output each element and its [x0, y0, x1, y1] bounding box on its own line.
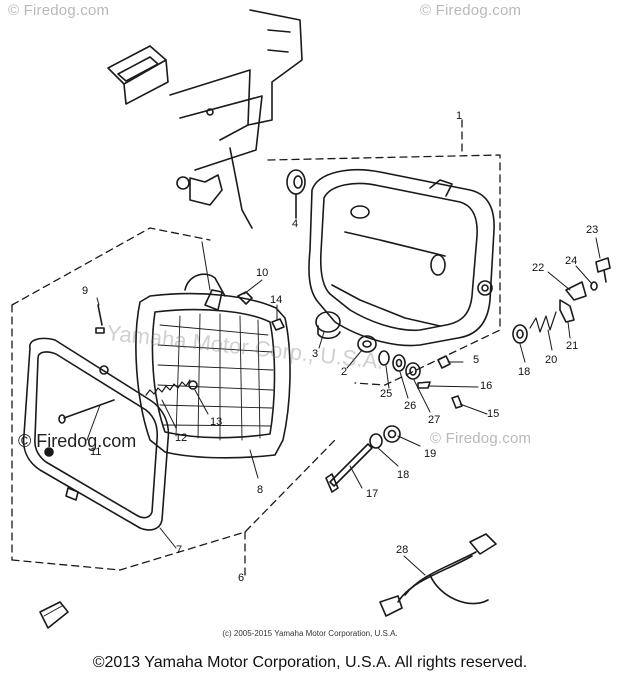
part-number: 16 — [480, 380, 493, 392]
part-number: 28 — [396, 544, 409, 556]
part-number: 2 — [341, 366, 348, 378]
screw-23 — [595, 257, 611, 283]
damper-3 — [315, 311, 341, 340]
part-number: 21 — [566, 340, 579, 352]
washer-18-upper — [512, 324, 528, 344]
headlight-housing — [308, 169, 495, 347]
nut-10 — [237, 291, 253, 305]
part-number: 5 — [473, 354, 480, 366]
screw-11 — [58, 399, 115, 424]
part-number: 8 — [257, 484, 264, 496]
copyright-small: (c) 2005-2015 Yamaha Motor Corporation, … — [222, 629, 398, 638]
part-number: 6 — [238, 572, 245, 584]
leader-lines — [86, 209, 601, 576]
part-number: 13 — [210, 416, 223, 428]
nut-5 — [437, 355, 451, 369]
nut-27 — [405, 362, 421, 380]
part-number: 14 — [270, 294, 283, 306]
bolt-16 — [417, 381, 431, 389]
part-number: 18 — [518, 366, 531, 378]
screw-13 — [188, 380, 198, 390]
nut-22 — [565, 281, 587, 301]
part-number: 1 — [456, 110, 463, 122]
spring-12 — [145, 379, 191, 396]
wire-harness — [379, 533, 497, 617]
connector-bottom-left — [39, 601, 69, 629]
washer-24 — [590, 281, 598, 291]
washer-18-lower — [369, 433, 383, 449]
mounting-bolt-17 — [325, 443, 373, 493]
mounting-bracket — [107, 9, 303, 229]
bolt-15 — [451, 395, 463, 409]
housing-group-boundary — [267, 119, 501, 386]
part-number: 18 — [397, 469, 410, 481]
sealed-beam-unit — [135, 273, 291, 459]
spring-20 — [529, 311, 557, 333]
part-number: 15 — [487, 408, 500, 420]
washer-26 — [392, 354, 406, 372]
copyright-main: ©2013 Yamaha Motor Corporation, U.S.A. A… — [92, 654, 528, 671]
headlight-rim — [22, 337, 170, 531]
watermark-top-right: © Firedog.com — [420, 2, 522, 19]
washer-25 — [378, 350, 390, 366]
headlight-group-boundary — [11, 227, 336, 576]
part-number: 4 — [292, 218, 299, 230]
part-number: 12 — [175, 432, 188, 444]
part-number: 19 — [424, 448, 437, 460]
part-number: 25 — [380, 388, 393, 400]
part-number: 10 — [256, 267, 269, 279]
part-number: 11 — [90, 446, 102, 458]
part-number: 20 — [545, 354, 558, 366]
collar-2 — [357, 335, 377, 353]
watermark-top-left: © Firedog.com — [8, 2, 110, 19]
watermark-mid-right: © Firedog.com — [430, 430, 532, 447]
part-number: 3 — [312, 348, 319, 360]
part-number: 22 — [532, 262, 545, 274]
part-number: 24 — [565, 255, 578, 267]
part-number: 27 — [428, 414, 441, 426]
watermark-mid-left: © Firedog.com — [18, 431, 137, 451]
part-number: 23 — [586, 224, 599, 236]
part-number: 26 — [404, 400, 417, 412]
part-number: 17 — [366, 488, 379, 500]
nut-14 — [271, 318, 285, 331]
screw-9 — [95, 304, 105, 334]
part-number: 7 — [176, 544, 183, 556]
nut-19 — [383, 425, 401, 443]
part-number: 9 — [82, 285, 89, 297]
bracket-21 — [559, 299, 575, 323]
